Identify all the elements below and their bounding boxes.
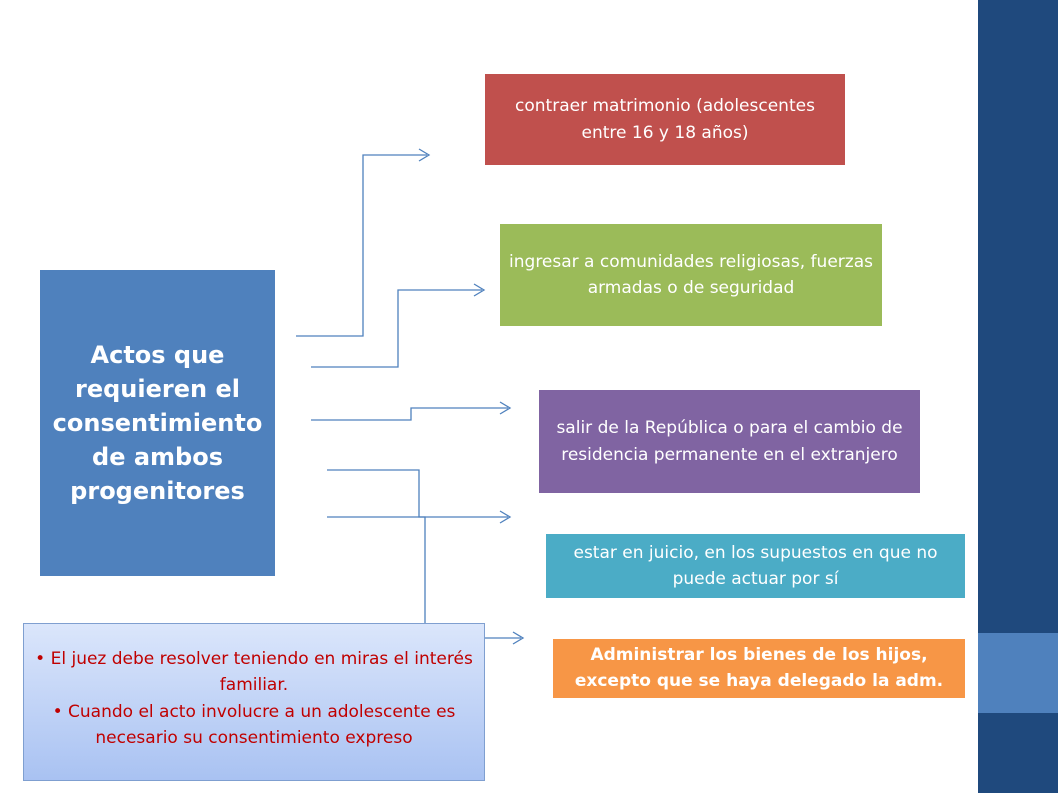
note-box: • El juez debe resolver teniendo en mira… <box>23 623 485 781</box>
connector-to-salir <box>311 407 508 421</box>
action-label-comunidades: ingresar a comunidades religiosas, fuerz… <box>509 251 873 298</box>
action-box-administrar: Administrar los bienes de los hijos, exc… <box>553 639 965 698</box>
action-box-comunidades: ingresar a comunidades religiosas, fuerz… <box>500 224 882 326</box>
note-text: Cuando el acto involucre a un adolescent… <box>68 701 456 749</box>
action-box-salir: salir de la República o para el cambio d… <box>539 390 920 493</box>
arrowhead-juicio <box>499 510 512 524</box>
arrowhead-matrimonio <box>418 148 431 162</box>
action-label-salir: salir de la República o para el cambio d… <box>556 418 903 465</box>
action-box-matrimonio: contraer matrimonio (adolescentes entre … <box>485 74 845 165</box>
arrowhead-comunidades <box>473 283 486 297</box>
main-concept-box: Actos que requieren el consentimiento de… <box>40 270 275 576</box>
arrowhead-salir <box>499 401 512 415</box>
main-concept-label: Actos que requieren el consentimiento de… <box>52 340 263 506</box>
connector-to-comunidades <box>311 289 482 368</box>
note-text: El juez debe resolver teniendo en miras … <box>50 649 473 696</box>
action-box-juicio: estar en juicio, en los supuestos en que… <box>546 534 965 598</box>
action-label-administrar: Administrar los bienes de los hijos, exc… <box>574 645 944 691</box>
decorative-sidebar-accent <box>978 633 1058 713</box>
connector-to-administrar <box>327 469 521 639</box>
note-item: • El juez debe resolver teniendo en mira… <box>35 649 473 696</box>
note-item: • Cuando el acto involucre a un adolesce… <box>52 701 456 749</box>
arrowhead-administrar <box>512 631 525 645</box>
connector-to-matrimonio <box>296 154 427 337</box>
action-label-juicio: estar en juicio, en los supuestos en que… <box>573 542 938 589</box>
action-label-matrimonio: contraer matrimonio (adolescentes entre … <box>515 96 815 143</box>
